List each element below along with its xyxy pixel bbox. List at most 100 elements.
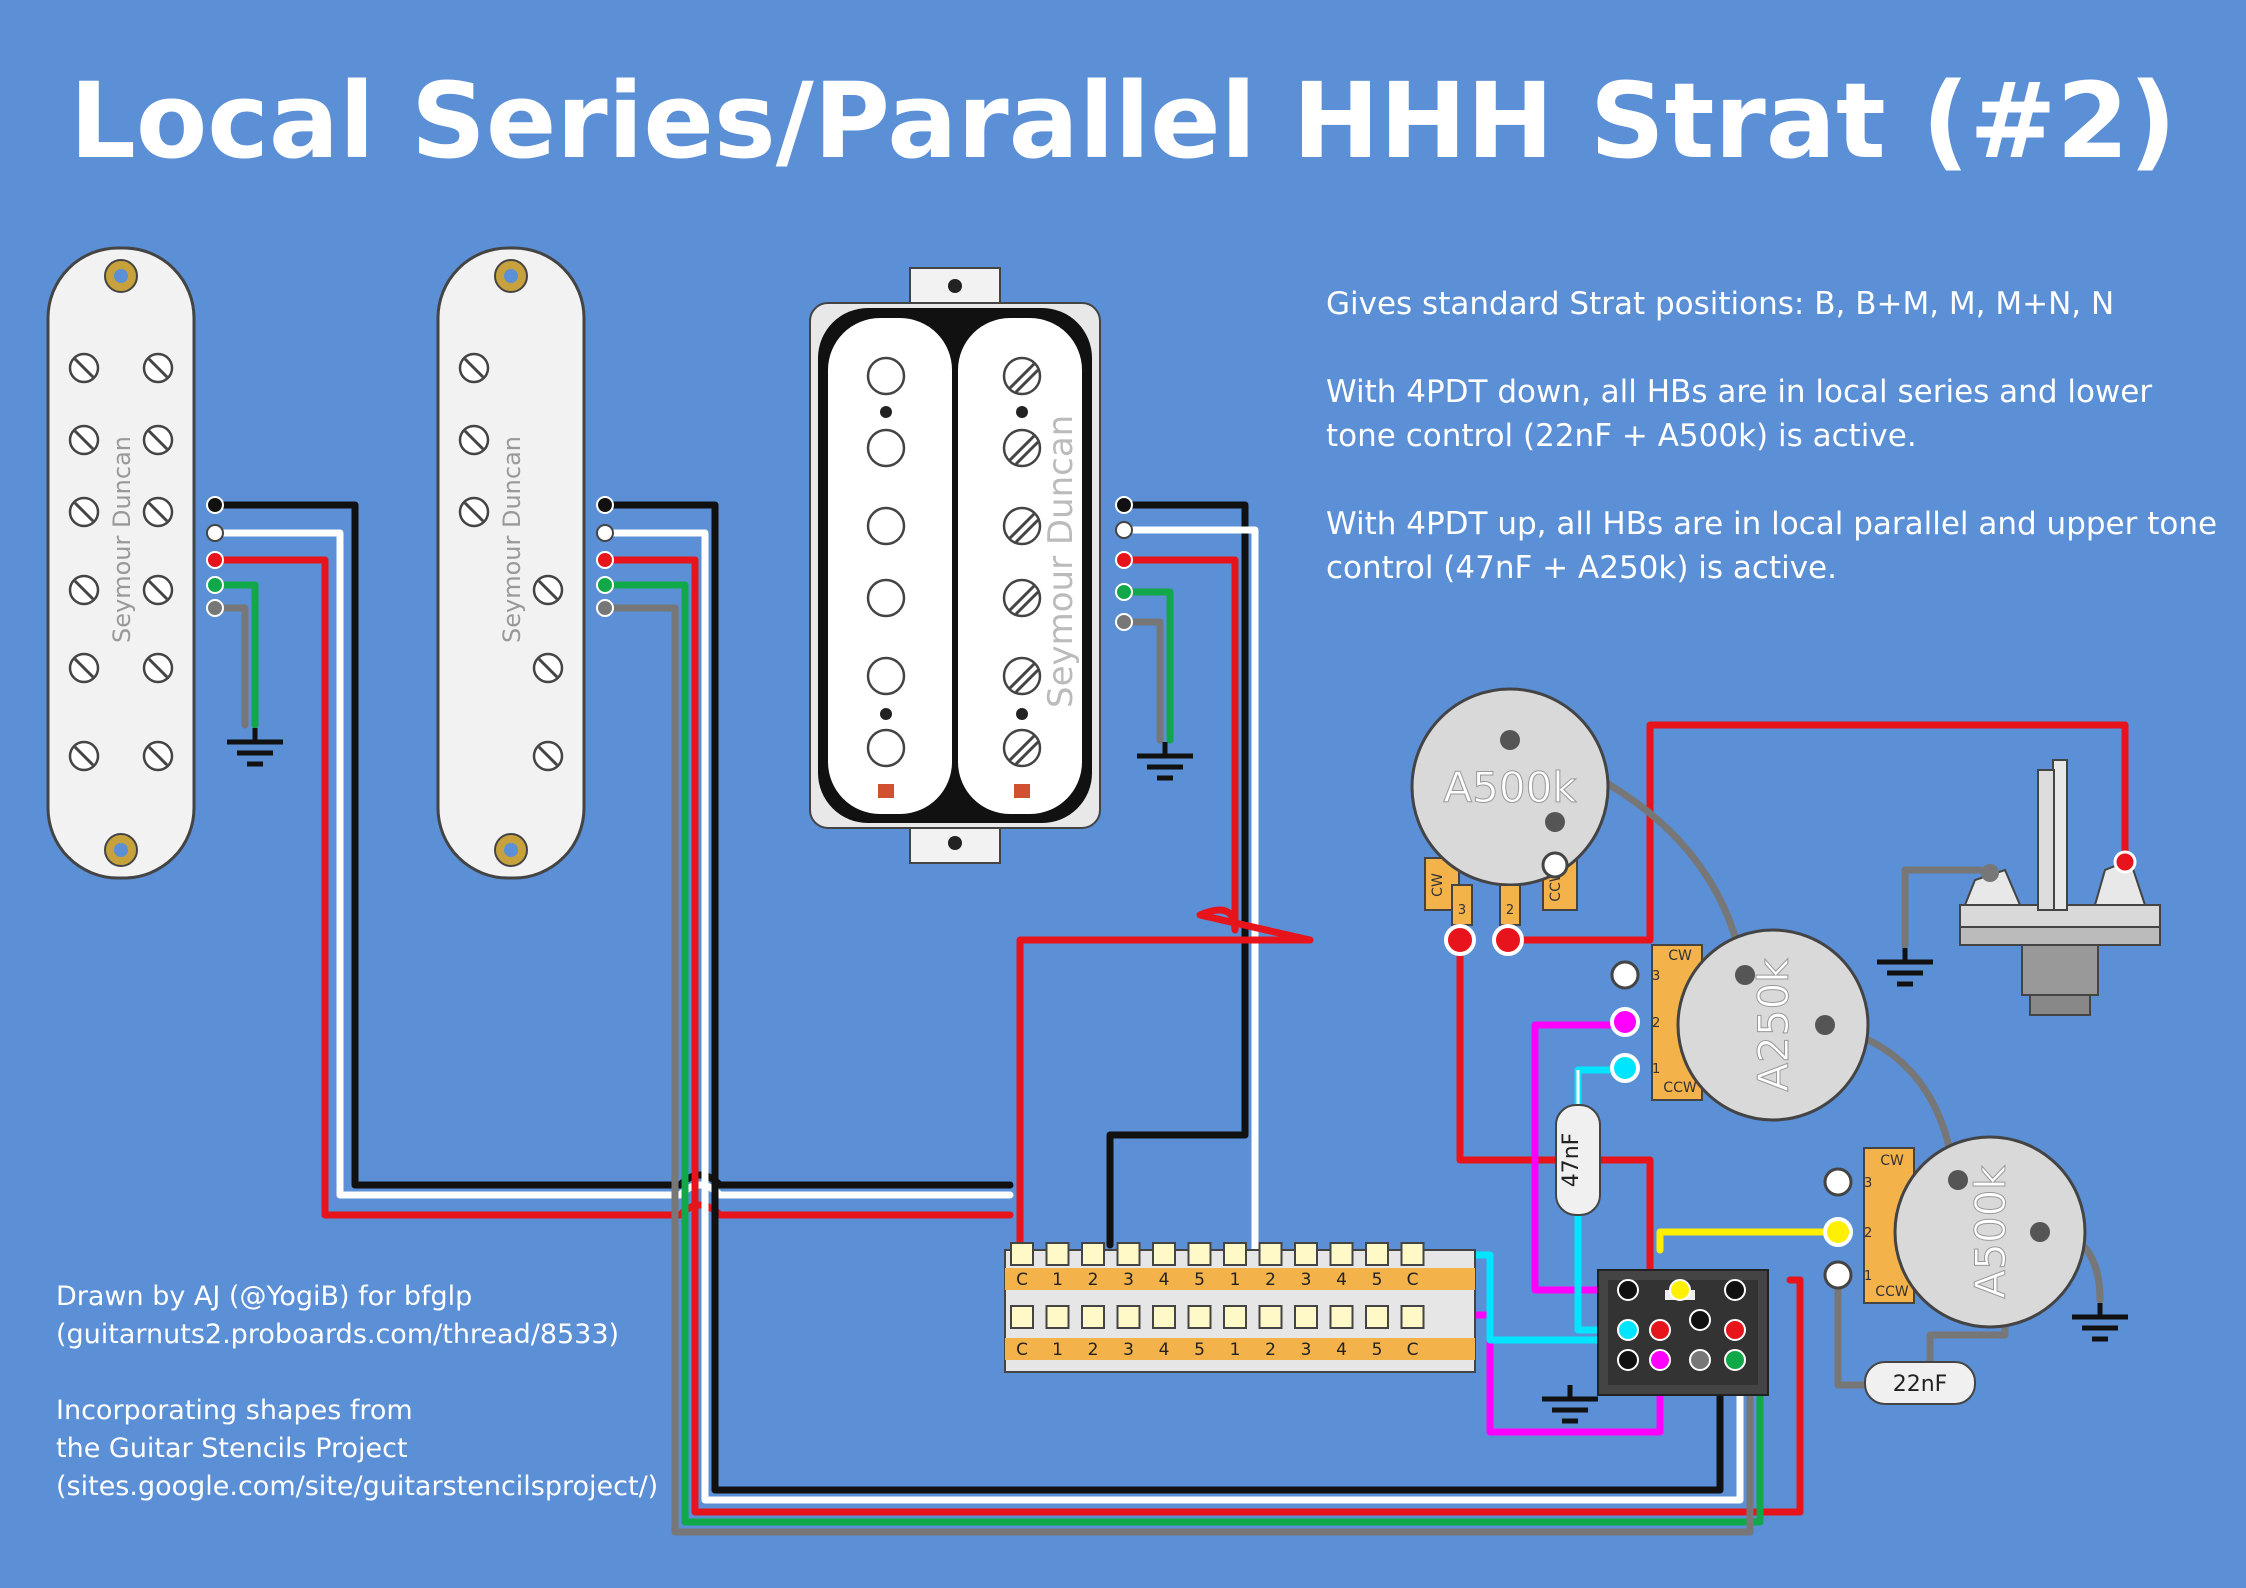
lead-ends xyxy=(206,496,224,617)
ccw-label: CCW xyxy=(1663,1080,1697,1096)
4pdt-switch xyxy=(1597,1269,1769,1396)
switch-lower-lug xyxy=(1329,1305,1354,1329)
switch-lower-lug xyxy=(1152,1305,1176,1329)
switch-upper-lug xyxy=(1045,1242,1070,1266)
neck-pickup: Seymour Duncan xyxy=(809,267,1133,864)
pot-lugs: 3 2 1 xyxy=(1610,960,1660,1083)
switch-upper-terminal-label: C xyxy=(1016,1270,1028,1290)
switch-upper-terminal-label: 1 xyxy=(1230,1270,1241,1290)
switch-upper-lug xyxy=(1081,1242,1105,1266)
switch-upper-terminal-label: 5 xyxy=(1194,1270,1205,1290)
switch-lower-terminal-label: C xyxy=(1016,1340,1028,1360)
output-jack xyxy=(1959,759,2161,1016)
switch-upper-lug xyxy=(1258,1242,1283,1266)
note-positions: Gives standard Strat positions: B, B+M, … xyxy=(1326,286,2115,322)
switch-lower-terminal-label: 2 xyxy=(1265,1340,1276,1360)
ground-icon xyxy=(1877,948,1933,984)
pole-pieces xyxy=(866,356,1042,798)
switch-upper-row: C 1 2 3 4 5 1 2 3 4 5 C xyxy=(1010,1242,1425,1290)
credit-author: Drawn by AJ (@YogiB) for bfglp xyxy=(56,1281,473,1312)
neck-pickup-leads xyxy=(1016,501,1314,1259)
ccw-label: CCW xyxy=(1875,1284,1909,1300)
switch-upper-lug xyxy=(1329,1242,1354,1266)
switch-lower-terminal-label: 1 xyxy=(1052,1340,1063,1360)
switch-lower-lug xyxy=(1081,1305,1105,1329)
cw-label: CW xyxy=(1430,873,1446,897)
cw-label: CW xyxy=(1880,1153,1904,1169)
switch-lower-terminal-label: 2 xyxy=(1088,1340,1099,1360)
credit-thread: (guitarnuts2.proboards.com/thread/8533) xyxy=(56,1319,620,1350)
pot-value: A500k xyxy=(1966,1165,2015,1299)
credit-shapes: Incorporating shapes from xyxy=(56,1395,413,1426)
ground-icon xyxy=(2072,1303,2128,1339)
switch-upper-terminal-label: 2 xyxy=(1265,1270,1276,1290)
switch-upper-lug xyxy=(1152,1242,1176,1266)
wires xyxy=(211,501,2129,1536)
switch-lower-terminal-label: 4 xyxy=(1336,1340,1347,1360)
switch-lower-terminal-label: 5 xyxy=(1372,1340,1383,1360)
lower-tone-pot: CW CCW A500k 3 2 1 xyxy=(1823,1135,2087,1329)
capacitor-value: 22nF xyxy=(1893,1372,1948,1397)
switch-upper-terminal-label: C xyxy=(1407,1270,1419,1290)
middle-pickup-leads xyxy=(601,501,1804,1536)
switch-lower-lug xyxy=(1010,1305,1034,1329)
lead-ends xyxy=(596,496,614,617)
switch-upper-lug xyxy=(1116,1242,1141,1266)
switch-lower-lug xyxy=(1400,1305,1425,1329)
capacitor-lower: 22nF xyxy=(1864,1361,1976,1405)
brand-logo: Seymour Duncan xyxy=(1041,415,1081,708)
switch-lower-terminal-label: 5 xyxy=(1194,1340,1205,1360)
switch-lower-lug xyxy=(1365,1305,1389,1329)
switch-upper-terminal-label: 3 xyxy=(1123,1270,1134,1290)
switch-upper-terminal-label: 4 xyxy=(1336,1270,1347,1290)
pot-value: A500k xyxy=(1443,763,1577,812)
switch-upper-lug xyxy=(1187,1242,1212,1266)
lug-label: 3 xyxy=(1652,969,1660,984)
lug-label: 2 xyxy=(1652,1016,1660,1031)
switch-upper-lug xyxy=(1294,1242,1318,1266)
lug-label: 1 xyxy=(1652,1062,1660,1077)
credit-stencils: the Guitar Stencils Project xyxy=(56,1433,408,1464)
lug-label: 3 xyxy=(1864,1176,1872,1191)
pot-value: A250k xyxy=(1749,958,1798,1092)
lead-ends xyxy=(1115,496,1133,631)
upper-tone-pot: CW CCW A250k 3 2 1 xyxy=(1610,928,1870,1122)
ground-icon xyxy=(227,728,283,764)
notes-panel: Gives standard Strat positions: B, B+M, … xyxy=(1326,282,2226,634)
pot-lugs: 3 2 1 xyxy=(1823,1167,1872,1290)
brand-logo: Seymour Duncan xyxy=(498,436,526,643)
lug-label: 2 xyxy=(1864,1226,1872,1241)
switch-upper-lug xyxy=(1365,1242,1389,1266)
switch-lower-lug xyxy=(1258,1305,1283,1329)
switch-upper-terminal-label: 4 xyxy=(1159,1270,1170,1290)
switch-upper-terminal-label: 1 xyxy=(1052,1270,1063,1290)
switch-lower-terminal-label: 1 xyxy=(1230,1340,1241,1360)
lug-label: 2 xyxy=(1506,903,1514,918)
capacitor-upper: 47nF xyxy=(1555,1070,1601,1216)
note-series: With 4PDT down, all HBs are in local ser… xyxy=(1326,374,2153,454)
brand-logo: Seymour Duncan xyxy=(108,436,136,643)
switch-lower-terminal-label: 3 xyxy=(1301,1340,1312,1360)
middle-pickup: Seymour Duncan xyxy=(436,246,614,880)
volume-pot: CW CCW A500k 3 2 xyxy=(1410,687,1610,956)
switch-lower-lug xyxy=(1294,1305,1318,1329)
credits-panel: Drawn by AJ (@YogiB) for bfglp (guitarnu… xyxy=(56,1278,756,1506)
switch-upper-terminal-label: 2 xyxy=(1088,1270,1099,1290)
switch-lower-terminal-label: C xyxy=(1407,1340,1419,1360)
switch-lower-lug xyxy=(1187,1305,1212,1329)
lug-label: 1 xyxy=(1864,1269,1872,1284)
ground-icon xyxy=(1542,1385,1598,1421)
switch-lower-lug xyxy=(1116,1305,1141,1329)
switch-upper-terminal-label: 5 xyxy=(1372,1270,1383,1290)
capacitor-value: 47nF xyxy=(1559,1133,1584,1188)
ground-icon xyxy=(1137,742,1193,778)
switch-lower-terminal-label: 4 xyxy=(1159,1340,1170,1360)
note-parallel: With 4PDT up, all HBs are in local paral… xyxy=(1326,506,2218,586)
switch-upper-lug xyxy=(1223,1242,1247,1266)
switch-upper-terminal-label: 3 xyxy=(1301,1270,1312,1290)
lug-label: 3 xyxy=(1458,903,1466,918)
